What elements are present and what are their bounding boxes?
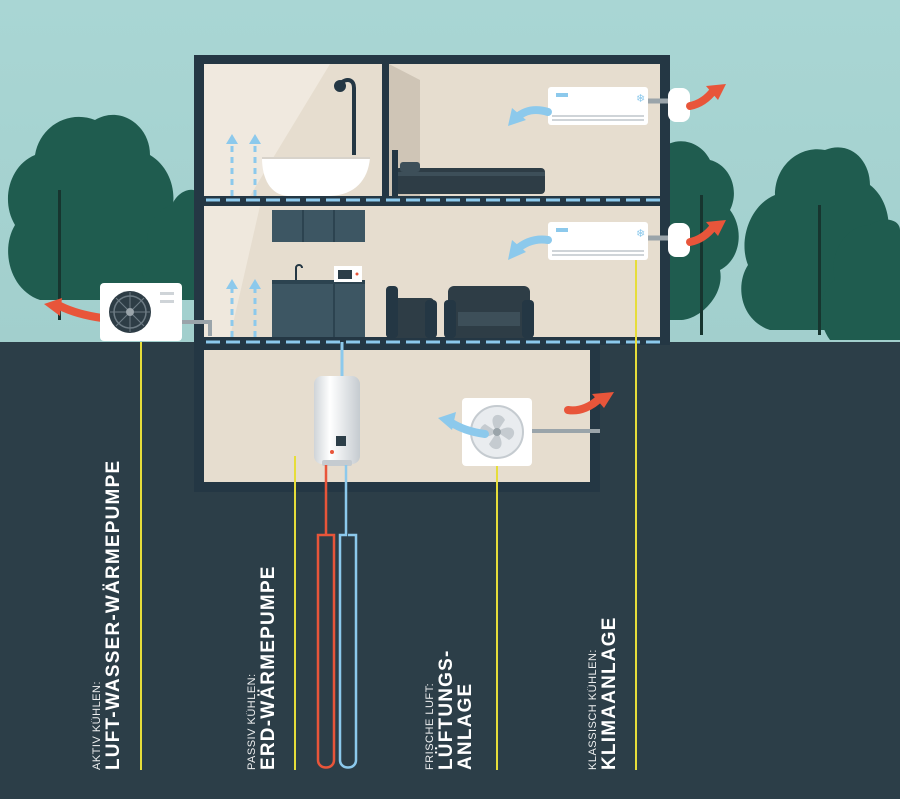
label-klima-title: KLIMAANLAGE — [598, 616, 620, 770]
label-erd-title: ERD-WÄRMEPUMPE — [257, 565, 279, 770]
label-lueftung-prefix: FRISCHE LUFT: — [424, 682, 436, 770]
tree-right-1 — [660, 141, 739, 335]
label-lueftung-title-1: LÜFTUNGS- — [435, 649, 457, 770]
light-ray — [204, 64, 330, 196]
tree-right-3 — [820, 219, 900, 340]
living-light-ray — [204, 206, 260, 337]
sofa-icon — [444, 286, 534, 338]
label-luft-wasser: AKTIV KÜHLEN: LUFT-WASSER-WÄRMEPUMPE — [91, 459, 124, 770]
split-air-conditioner-icon-lower: ❄ — [548, 222, 676, 260]
bed-icon — [392, 150, 545, 196]
label-erd-prefix: PASSIV KÜHLEN: — [246, 673, 258, 770]
ventilation-fan-icon — [462, 398, 532, 466]
leader-lines — [140, 260, 637, 770]
snowflake-icon-upper: ❄ — [636, 92, 645, 105]
cool-air-arrowhead-lower — [508, 240, 526, 260]
label-lueftung: FRISCHE LUFT: LÜFTUNGS- ANLAGE — [424, 649, 477, 770]
armchair-icon — [386, 286, 437, 338]
label-erd: PASSIV KÜHLEN: ERD-WÄRMEPUMPE — [246, 565, 279, 770]
cool-air-arrowheads — [226, 134, 261, 289]
hot-water-storage-tank-icon — [314, 376, 360, 466]
snowflake-icon-lower: ❄ — [636, 227, 645, 240]
label-luft-wasser-prefix: AKTIV KÜHLEN: — [91, 680, 103, 770]
tree-left-2 — [142, 189, 200, 300]
fan-cool-air-arrowhead — [438, 412, 456, 430]
basement-room — [204, 350, 590, 482]
tree-left — [7, 114, 174, 320]
cool-air-rising — [230, 140, 257, 337]
label-klima: KLASSISCH KÜHLEN: KLIMAANLAGE — [587, 616, 620, 770]
label-luft-wasser-title: LUFT-WASSER-WÄRMEPUMPE — [102, 459, 124, 770]
shower-icon — [334, 78, 356, 155]
kitchen-icon — [272, 210, 365, 337]
ac-outlet-lower — [668, 223, 690, 257]
split-air-conditioner-icon-upper: ❄ — [548, 87, 676, 125]
label-klima-prefix: KLASSISCH KÜHLEN: — [587, 649, 599, 770]
heat-pump-pipe — [182, 320, 212, 336]
geothermal-probe — [316, 465, 358, 769]
bathtub-icon — [262, 157, 370, 196]
ac-outlet-upper — [668, 88, 690, 122]
label-lueftung-title-2: ANLAGE — [455, 682, 477, 770]
warm-air-arrowheads — [44, 84, 726, 408]
cool-air-arrowhead-upper — [508, 108, 526, 126]
heat-pump-outdoor-unit-icon — [100, 283, 182, 341]
